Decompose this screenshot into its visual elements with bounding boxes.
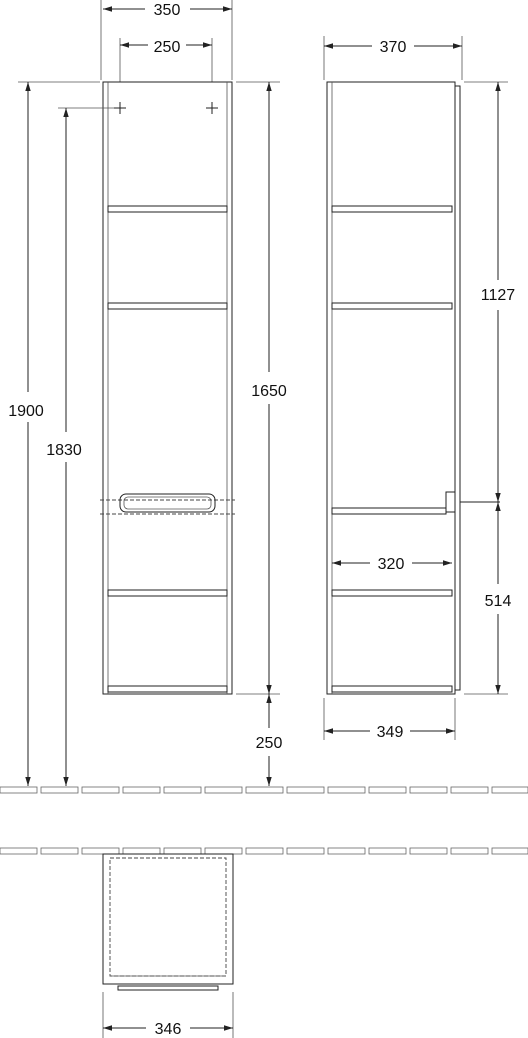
dim-plan-width: 346 [155, 1021, 182, 1038]
mounting-hole-left-icon [114, 102, 126, 114]
dim-hole-spacing: 250 [154, 39, 181, 56]
dim-mount-height: 1830 [46, 442, 82, 459]
dim-upper-height: 1127 [481, 287, 516, 304]
dim-floor-gap: 250 [256, 735, 283, 752]
dim-front-width: 350 [154, 2, 181, 19]
dim-inner-depth: 320 [378, 556, 405, 573]
dim-side-bottom-depth: 349 [377, 724, 404, 741]
plan-view: 346 [102, 853, 234, 1038]
floor-tiles-lower [0, 847, 528, 855]
dim-lower-height: 514 [485, 593, 512, 610]
side-view: 370 1127 514 320 349 [323, 36, 516, 741]
dim-side-depth: 370 [380, 39, 407, 56]
dim-total-height: 1900 [8, 403, 44, 420]
front-view: 350 250 1900 1830 1650 250 [8, 0, 287, 786]
mounting-hole-right-icon [206, 102, 218, 114]
dim-cabinet-height: 1650 [251, 383, 287, 400]
floor-tiles-upper [0, 786, 528, 794]
